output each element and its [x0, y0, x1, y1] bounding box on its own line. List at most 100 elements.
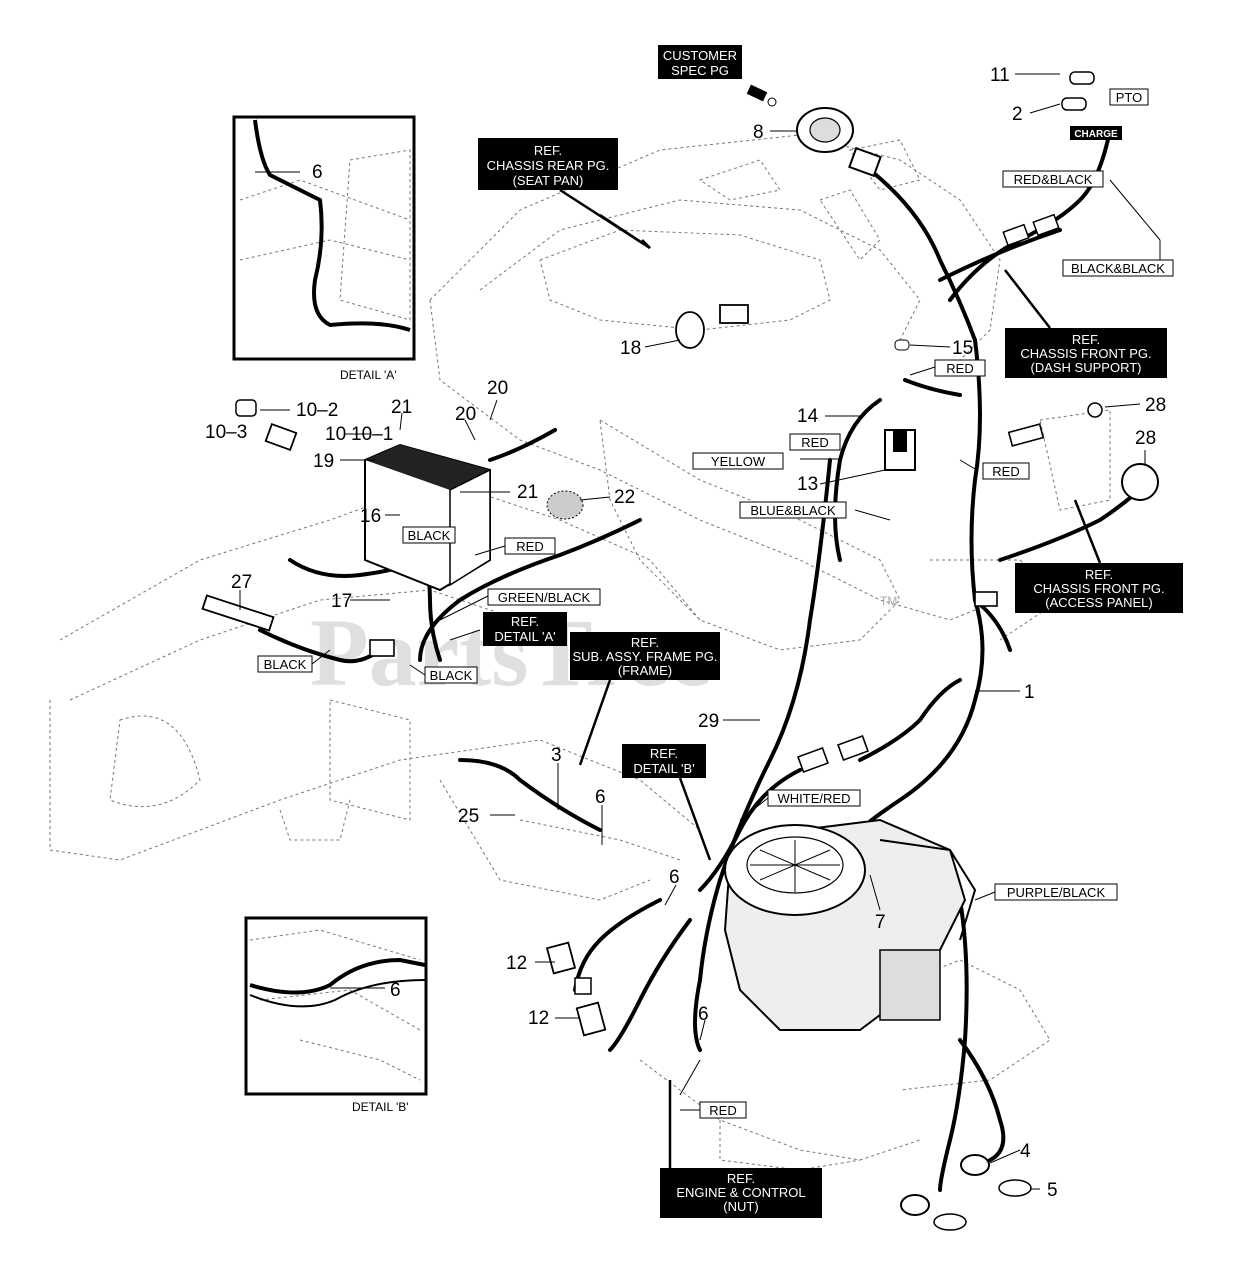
ref-box-detail-b: REF. DETAIL 'B' [622, 744, 712, 861]
part-number: 21 [517, 482, 538, 503]
connector-10 [235, 399, 298, 452]
svg-text:CHASSIS FRONT PG.: CHASSIS FRONT PG. [1033, 581, 1164, 596]
part-number: 10 [325, 424, 346, 445]
detail-a-inset [232, 115, 416, 361]
part-number: 13 [797, 474, 818, 495]
svg-text:REF.: REF. [511, 614, 539, 629]
svg-text:RED: RED [992, 464, 1019, 479]
part-number: 10–2 [296, 400, 338, 421]
part-number: 15 [952, 338, 973, 359]
part-number: 10–1 [351, 424, 393, 445]
charge-badge: CHARGE [1070, 126, 1122, 140]
solenoid [884, 339, 916, 471]
indicator-lamps [1002, 71, 1095, 247]
part-number: 28 [1135, 428, 1156, 449]
part-number: 22 [614, 487, 635, 508]
part-number: 11 [990, 65, 1010, 86]
svg-text:CHARGE: CHARGE [1074, 129, 1118, 140]
sensor-12 [545, 941, 607, 1037]
svg-text:SPEC PG: SPEC PG [671, 63, 729, 78]
svg-text:(ACCESS PANEL): (ACCESS PANEL) [1045, 595, 1152, 610]
battery [364, 443, 491, 592]
wire-label-black-3: BLACK [424, 666, 478, 684]
svg-text:REF.: REF. [727, 1171, 755, 1186]
fuse-holder [546, 490, 584, 520]
svg-text:YELLOW: YELLOW [711, 454, 766, 469]
ref-box-detail-a: REF. DETAIL 'A' [483, 612, 567, 646]
part-number: 4 [1020, 1141, 1031, 1162]
svg-text:DETAIL 'A': DETAIL 'A' [494, 629, 555, 644]
part-numbers: 11 2 8 6 18 15 28 28 14 13 20 20 21 21 1… [205, 65, 1166, 1201]
part-number: 6 [595, 787, 606, 808]
svg-text:RED: RED [516, 539, 543, 554]
svg-text:BLACK: BLACK [408, 528, 451, 543]
part-number: 20 [487, 378, 508, 399]
svg-text:CUSTOMER: CUSTOMER [663, 48, 737, 63]
wire-label-black-1: BLACK [402, 526, 456, 544]
svg-text:GREEN/BLACK: GREEN/BLACK [498, 590, 591, 605]
part-number: 3 [551, 745, 562, 766]
wire-label-red-1: RED [934, 359, 986, 377]
leader-lines [239, 73, 1161, 1190]
part-number: 28 [1145, 395, 1166, 416]
svg-text:CHASSIS REAR PG.: CHASSIS REAR PG. [487, 158, 610, 173]
wire-label-black-black: BLACK&BLACK [1062, 259, 1174, 277]
svg-text:BLACK&BLACK: BLACK&BLACK [1071, 261, 1165, 276]
seat-switch [675, 304, 749, 349]
svg-text:RED: RED [801, 435, 828, 450]
svg-text:CHASSIS FRONT PG.: CHASSIS FRONT PG. [1020, 346, 1151, 361]
wire-label-green-black: GREEN/BLACK [487, 588, 601, 606]
part-number: 25 [458, 806, 479, 827]
svg-text:REF.: REF. [1072, 332, 1100, 347]
part-number: 5 [1047, 1180, 1058, 1201]
svg-text:DETAIL 'B': DETAIL 'B' [633, 761, 694, 776]
svg-text:PTO: PTO [1116, 90, 1143, 105]
wire-label-red-4: RED [504, 537, 556, 555]
wire-label-red-5: RED [699, 1101, 747, 1119]
svg-text:SUB. ASSY. FRAME PG.: SUB. ASSY. FRAME PG. [573, 649, 718, 664]
wire-label-white-red: WHITE/RED [767, 789, 861, 807]
svg-text:REF.: REF. [534, 143, 562, 158]
detail-b-inset [244, 916, 428, 1096]
svg-text:(FRAME): (FRAME) [618, 663, 672, 678]
part-number: 6 [390, 980, 401, 1001]
detail-b-caption: DETAIL 'B' [352, 1100, 409, 1114]
part-number: 29 [698, 711, 719, 732]
part-number: 2 [1012, 104, 1023, 125]
svg-text:(SEAT PAN): (SEAT PAN) [513, 173, 584, 188]
svg-text:REF.: REF. [650, 746, 678, 761]
svg-text:BLACK: BLACK [430, 668, 473, 683]
part-number: 27 [231, 572, 252, 593]
part-number: 16 [360, 506, 381, 527]
svg-text:(DASH SUPPORT): (DASH SUPPORT) [1031, 360, 1142, 375]
ref-box-subassy: REF. SUB. ASSY. FRAME PG. (FRAME) [570, 632, 720, 766]
part-number: 8 [753, 122, 764, 143]
ground-strap-27 [201, 594, 275, 632]
wire-label-blue-black: BLUE&BLACK [739, 501, 847, 519]
wire-label-red-2: RED [789, 433, 841, 451]
svg-text:BLACK: BLACK [264, 657, 307, 672]
wire-label-black-2: BLACK [257, 655, 313, 673]
switch-28 [1087, 402, 1159, 501]
ref-box-chassis-rear: REF. CHASSIS REAR PG. (SEAT PAN) [478, 138, 651, 250]
plugs-4-5 [900, 1154, 1032, 1231]
detail-a-caption: DETAIL 'A' [340, 368, 397, 382]
wire-label-purple-black: PURPLE/BLACK [994, 883, 1118, 901]
part-number: 6 [698, 1004, 709, 1025]
svg-text:PURPLE/BLACK: PURPLE/BLACK [1007, 885, 1106, 900]
svg-text:WHITE/RED: WHITE/RED [778, 791, 851, 806]
ref-box-chassis-front-dash: REF. CHASSIS FRONT PG. (DASH SUPPORT) [1004, 269, 1167, 378]
svg-text:REF.: REF. [1085, 567, 1113, 582]
part-number: 21 [391, 397, 412, 418]
part-number: 17 [331, 591, 352, 612]
ignition-switch [796, 107, 882, 178]
part-number: 7 [875, 912, 886, 933]
svg-text:ENGINE & CONTROL: ENGINE & CONTROL [676, 1185, 805, 1200]
part-number: 6 [669, 867, 680, 888]
ref-box-customer: CUSTOMER SPEC PG [658, 45, 742, 79]
ref-box-chassis-front-access: REF. CHASSIS FRONT PG. (ACCESS PANEL) [1015, 499, 1183, 613]
wire-label-yellow: YELLOW [692, 452, 784, 470]
engine [723, 818, 977, 1031]
svg-text:RED: RED [946, 361, 973, 376]
svg-text:(NUT): (NUT) [723, 1199, 758, 1214]
